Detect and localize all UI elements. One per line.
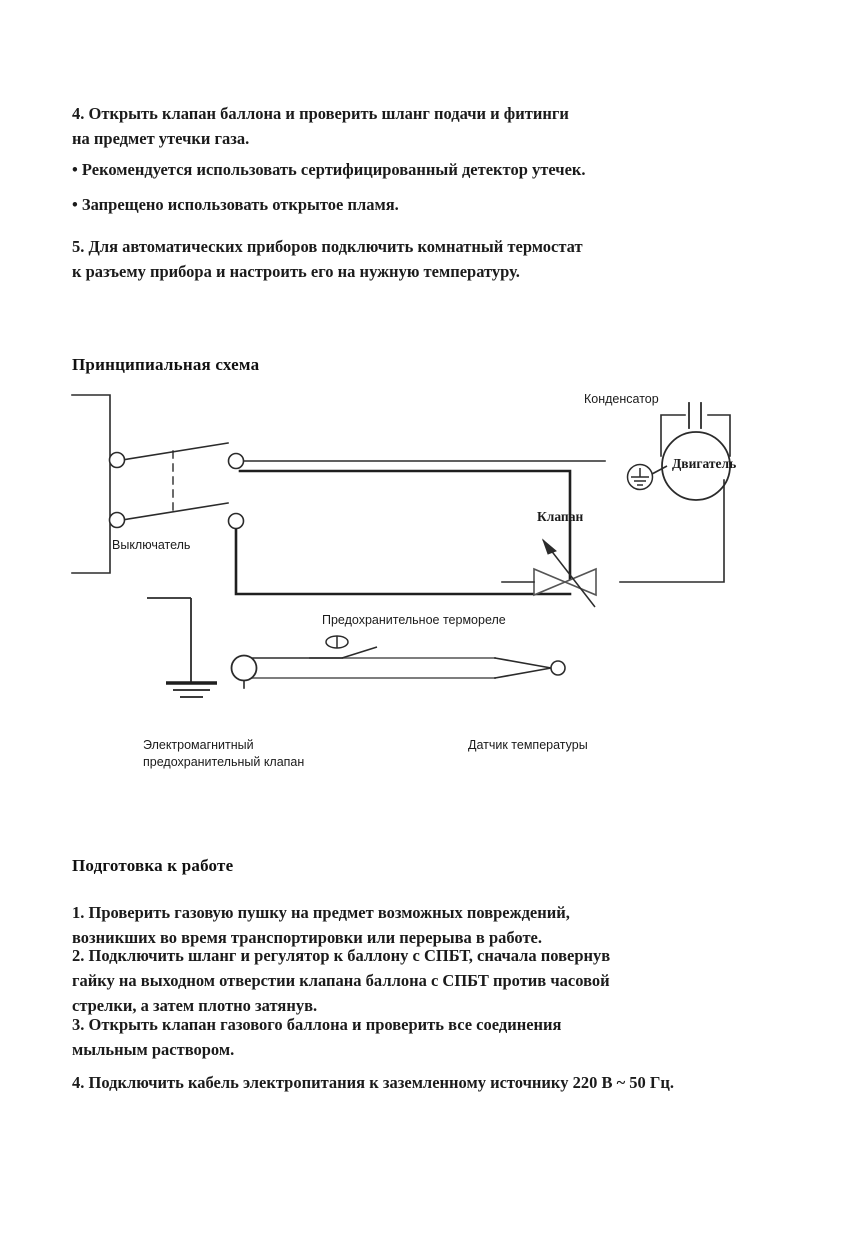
label-valve: Клапан xyxy=(537,509,583,524)
switch-terminal-upper-right xyxy=(227,452,245,470)
wire-motor-to-valve-branch xyxy=(619,479,725,583)
label-temperature-sensor: Датчик температуры xyxy=(468,738,588,752)
temperature-sensor-terminal xyxy=(550,660,566,676)
wire-bottom-return xyxy=(234,528,572,596)
paragraph-prep-3: 3. Открыть клапан газового баллона и про… xyxy=(72,1015,562,1059)
wire-inner-loop-to-valve xyxy=(238,469,572,584)
paragraph-prep-2: 2. Подключить шланг и регулятор к баллон… xyxy=(72,946,611,1015)
switch-terminal-lower-right xyxy=(227,512,245,530)
label-thermal-relay: Предохранительное термореле xyxy=(322,613,506,627)
page-footer: GIGANT Руководство по эксплуатации. Газо… xyxy=(0,1158,867,1198)
paragraph-step-4: 4. Открыть клапан баллона и проверить шл… xyxy=(72,104,569,148)
label-capacitor: Конденсатор xyxy=(584,392,659,406)
paragraph-step-5: 5. Для автоматических приборов подключит… xyxy=(72,237,583,281)
wire-left-top-rail xyxy=(71,394,111,461)
earth-ground-symbol xyxy=(147,597,217,698)
paragraph-prep-1: 1. Проверить газовую пушку на предмет во… xyxy=(72,903,570,947)
schematic-heading: Принципиальная схема xyxy=(72,355,260,374)
switch-blade-lower xyxy=(121,502,229,521)
label-motor: Двигатель xyxy=(672,456,736,471)
paragraph-prep-4: 4. Подключить кабель электропитания к за… xyxy=(72,1073,675,1092)
wire-left-bottom-rail xyxy=(71,519,111,574)
paragraph-bullet-flame: • Запрещено использовать открытое пламя. xyxy=(72,195,399,214)
switch-blade-upper xyxy=(121,442,229,461)
paragraph-bullet-detector: • Рекомендуется использовать сертифициро… xyxy=(72,160,586,179)
sensor-tip-upper xyxy=(494,657,552,669)
capacitor-right-lead xyxy=(707,414,731,457)
principal-schematic-diagram: Конденсатор Двигатель Клапан Выключатель… xyxy=(60,385,800,780)
solenoid-valve-symbol xyxy=(230,654,258,682)
valve-symbol xyxy=(533,538,597,608)
switch-terminal-upper-left xyxy=(108,451,126,469)
sensor-tip-lower xyxy=(494,667,552,679)
label-solenoid-valve-line1: Электромагнитный xyxy=(143,738,254,752)
label-switch: Выключатель xyxy=(112,538,190,552)
motor-ground-symbol xyxy=(626,463,668,491)
capacitor-left-lead xyxy=(660,414,686,457)
preparation-heading: Подготовка к работе xyxy=(72,856,234,875)
label-solenoid-valve-line2: предохранительный клапан xyxy=(143,755,304,769)
switch-terminal-lower-left xyxy=(108,511,126,529)
thermal-relay-symbol xyxy=(325,635,378,659)
motor-symbol xyxy=(661,431,731,501)
